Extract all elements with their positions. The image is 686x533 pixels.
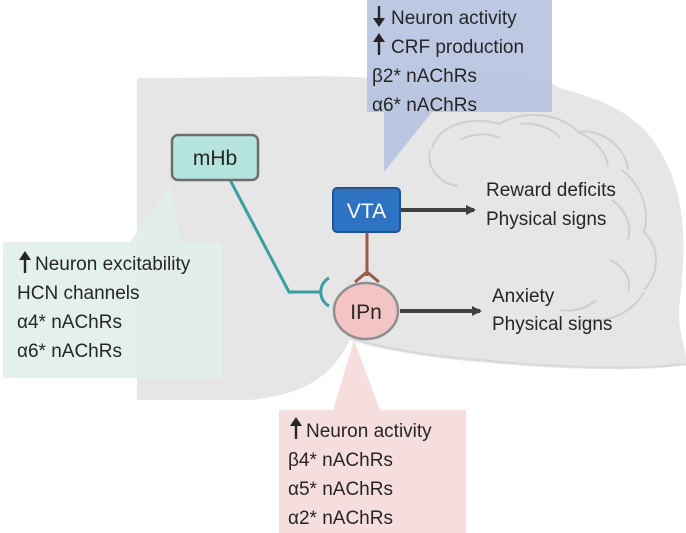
ipn-info-callout: [279, 340, 466, 533]
cerebellum-folds: [428, 114, 657, 322]
ipn-outcome-line2: Physical signs: [492, 314, 612, 335]
vta-node-label: VTA: [347, 200, 386, 223]
mhb-node: mHb: [170, 133, 260, 182]
mhb-node-label: mHb: [193, 147, 237, 170]
brain-silhouette: [137, 73, 686, 400]
ipn-info-box: Neuron activity β4* nAChRs α5* nAChRs α2…: [279, 340, 466, 533]
vta-outcome-line2: Physical signs: [486, 209, 606, 230]
vta-info-line2: CRF production: [391, 37, 524, 58]
ipn-info-line4: α2* nAChRs: [288, 508, 393, 529]
down-arrow-icon: [373, 6, 385, 27]
vta-outcome-line1: Reward deficits: [486, 180, 616, 201]
mhb-to-ipn-projection: [227, 177, 330, 308]
ipn-to-vta-projection: [354, 232, 380, 284]
vta-info-callout: [367, 0, 552, 172]
mhb-info-line3: α4* nAChRs: [17, 312, 122, 333]
mhb-info-line4: α6* nAChRs: [17, 341, 122, 362]
vta-info-line3: β2* nAChRs: [372, 66, 477, 87]
ipn-outcome-line1: Anxiety: [492, 286, 555, 307]
ipn-node: IPn: [332, 281, 400, 341]
brain-body: [137, 73, 686, 400]
up-arrow-icon: [19, 251, 31, 273]
mhb-info-box: Neuron excitability HCN channels α4* nAC…: [3, 185, 222, 378]
vta-info-line4: α6* nAChRs: [372, 95, 477, 116]
ipn-info-line3: α5* nAChRs: [288, 479, 393, 500]
brainstem-outline: [351, 337, 686, 369]
vta-node: VTA: [332, 187, 401, 233]
ipn-info-line1: Neuron activity: [306, 421, 432, 442]
up-arrow-icon: [373, 33, 385, 55]
vta-info-line1: Neuron activity: [391, 8, 517, 29]
ipn-info-line2: β4* nAChRs: [288, 450, 393, 471]
ipn-node-label: IPn: [350, 301, 382, 324]
up-arrow-icon: [290, 417, 302, 439]
mhb-info-callout: [3, 185, 222, 378]
mhb-info-line1: Neuron excitability: [35, 254, 191, 275]
vta-info-box: Neuron activity CRF production β2* nAChR…: [367, 0, 552, 172]
mhb-info-line2: HCN channels: [17, 283, 140, 304]
